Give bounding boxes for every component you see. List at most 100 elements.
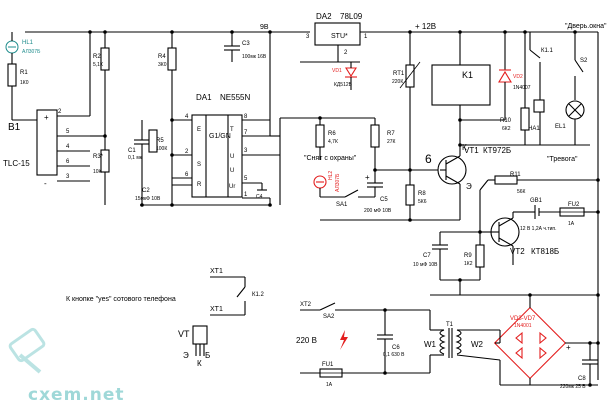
da1-pin-ur: Ur	[229, 184, 235, 190]
gb1-ref: GB1	[530, 198, 543, 204]
sa2-ref: SA2	[323, 314, 335, 320]
vd2-part: 1N4007	[513, 85, 531, 91]
da1-pin-u1: U	[230, 154, 234, 160]
sa1-ref: SA1	[336, 202, 348, 208]
vt1-emitter: Э	[466, 182, 472, 191]
vt1-transistor-icon	[437, 155, 467, 185]
bridge-diode-3-icon	[515, 346, 523, 360]
hl1-ref: HL1	[22, 40, 34, 46]
vt-legend-label: VT	[178, 329, 190, 339]
c5-plus: +	[365, 173, 370, 182]
bridge-diode-1-icon	[515, 331, 523, 345]
vt-package-icon	[192, 325, 208, 345]
r8-ref: R8	[418, 191, 426, 197]
xt1b-label: XT1	[210, 306, 223, 313]
r5-resistor	[148, 129, 158, 153]
t1-ref: T1	[446, 322, 454, 328]
b1-part: TLC-15	[3, 159, 30, 168]
c6-value: 0,1 630 В	[383, 352, 405, 358]
c7-ref: C7	[423, 253, 431, 259]
fu1-ref: FU1	[322, 362, 334, 368]
k1-relay-coil	[431, 64, 491, 106]
c2-ref: C2	[142, 188, 150, 194]
da2-part: 78L09	[340, 12, 363, 21]
da1-pin1: 1	[244, 192, 248, 198]
r4-ref: R4	[158, 54, 166, 60]
el1-ref: EL1	[555, 124, 566, 130]
bridge-diode-4-icon	[539, 346, 547, 360]
b1-pin5: 5	[66, 129, 70, 135]
vd3-part: 1N4001	[514, 323, 532, 329]
b1-pin6: 6	[66, 159, 70, 165]
da2-ref: DA2	[316, 12, 332, 21]
c1-value: 0,1 мк	[128, 155, 143, 161]
r3-ref: R3*	[93, 154, 104, 160]
r10-value: 6К2	[502, 126, 511, 132]
da1-label: G1/GN	[209, 133, 231, 140]
da2-pin3: 3	[306, 34, 310, 40]
vd1-diode-icon	[345, 67, 357, 78]
da1-pin-s: S	[197, 162, 201, 168]
fu1-value: 1А	[326, 382, 333, 388]
c6-ref: C6	[392, 345, 400, 351]
b1-pin4: 4	[66, 144, 70, 150]
b1-sensor	[36, 109, 58, 176]
ha1-buzzer-icon	[533, 99, 545, 113]
c7-value: 10 мФ 10В	[413, 262, 438, 268]
r3-value: 10К	[93, 169, 102, 175]
vd1-ref: VD1	[332, 68, 342, 74]
r11-ref: R11	[510, 172, 521, 178]
bridge-plus: +	[566, 343, 571, 352]
label-220v: 220 В	[296, 336, 317, 345]
r9-resistor	[475, 244, 485, 268]
da1-pin8: 8	[244, 114, 248, 120]
t1-primary	[439, 329, 446, 355]
vt-legend-b: Б	[205, 351, 210, 360]
da1-pin-r: R	[197, 182, 202, 188]
label-node-6: 6	[425, 152, 432, 166]
da1-pin5: 5	[244, 176, 248, 182]
c2-value: 15мкФ 10В	[135, 196, 161, 202]
r10-ref: R10	[500, 118, 512, 124]
da1-pin6: 6	[185, 172, 189, 178]
s2-ref: S2	[580, 58, 588, 64]
vt1-part: КТ972Б	[483, 146, 511, 155]
r8-value: 5К6	[418, 199, 427, 205]
da1-ref: DA1	[196, 93, 212, 102]
r7-ref: R7	[387, 131, 395, 137]
b1-pin3: 3	[66, 174, 70, 180]
t1-w2: W2	[471, 340, 484, 349]
c4-ref: C4	[256, 194, 263, 200]
r5-ref: R5	[156, 138, 164, 144]
watermark-text: cxem.net	[28, 385, 125, 405]
da1-pin3: 3	[244, 148, 248, 154]
r7-value: 27К	[387, 139, 396, 145]
da1-pin2: 2	[185, 149, 189, 155]
r4-value: 3К0	[158, 62, 167, 68]
r1-resistor	[7, 63, 17, 87]
c3-value: 100мк 16В	[242, 54, 267, 60]
label-9v: 9В	[260, 24, 269, 31]
r8-resistor	[405, 184, 415, 206]
r2-ref: R2	[93, 54, 101, 60]
vt-legend-e: Э	[183, 351, 189, 360]
t1-w1: W1	[424, 340, 437, 349]
c3-ref: C3	[242, 41, 250, 47]
junction-dots	[88, 30, 600, 387]
r9-ref: R9	[464, 253, 472, 259]
da1-pin7: 7	[244, 130, 248, 136]
hl2-part: АЛ307Б	[335, 173, 341, 192]
r6-resistor	[315, 124, 325, 148]
vd2-diode-icon	[498, 70, 512, 83]
label-12v: + 12В	[415, 22, 436, 31]
bridge-diode-2-icon	[539, 331, 547, 345]
r5-value: 100К	[156, 146, 167, 152]
da1-pin-u2: U	[230, 168, 234, 174]
ha1-ref: HA1	[528, 126, 540, 132]
vt1-collector: К	[462, 143, 467, 152]
b1-pin2: 2	[58, 109, 62, 115]
vt1-ref: VT1	[464, 146, 479, 155]
r2-value: 5,1К	[93, 62, 103, 68]
c8-ref: C8	[578, 376, 586, 382]
